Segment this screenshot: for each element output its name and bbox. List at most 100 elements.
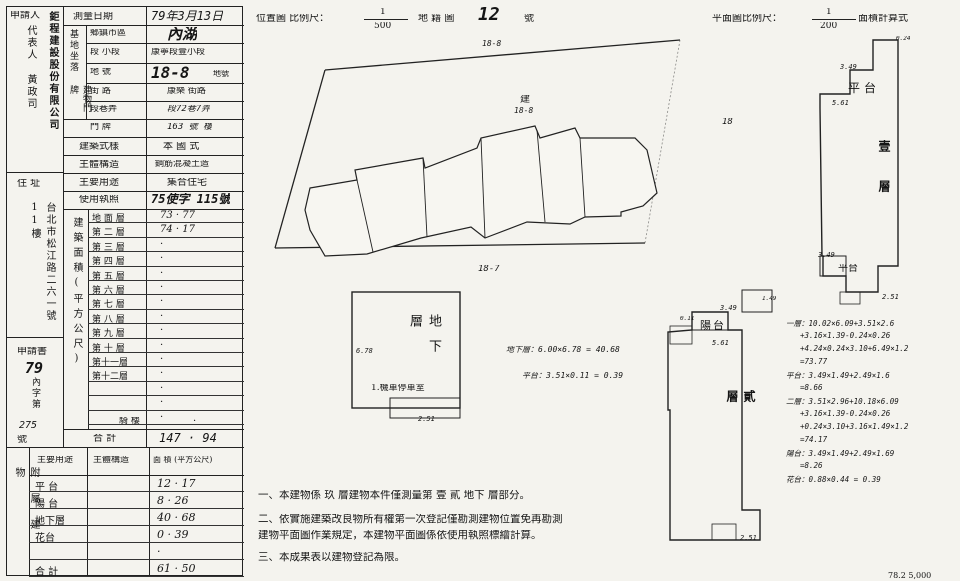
floor-area: · (160, 339, 164, 351)
location-map (274, 39, 681, 257)
area-vertical-label: 建築面積(平方公尺) (71, 217, 82, 369)
calc-line: 平台：3.49×1.49+2.49×1.6 (786, 371, 890, 380)
representative: 代表人 黃政司 (25, 25, 36, 110)
attached-value: · (193, 417, 197, 427)
address: 台北市松江路二六一號11樓 (29, 202, 55, 322)
floor-area: · (160, 267, 164, 279)
district: 內湖 (167, 27, 198, 42)
annex-row: · (29, 543, 244, 560)
lot-main-label: 18-8 (514, 107, 534, 115)
floor-name: 第 七 層 (92, 300, 125, 311)
floor-row: 第 十 層 · (88, 339, 244, 354)
structure-value: 鋼筋混凝土造 (155, 160, 210, 169)
floor-name: 第 三 層 (92, 242, 125, 253)
lot-top-label: 18-8 (482, 40, 502, 48)
floor-name: 地 面 層 (92, 214, 125, 224)
floor-area: · (160, 310, 164, 322)
note-2: 二、依實施建築改良物所有權第一次登記僅勘測建物位置免再勘測 (258, 514, 563, 525)
annex-use: 地下層 (35, 516, 65, 527)
dim-9: 2.51 (418, 416, 435, 423)
lot-right-label: 18 (722, 118, 733, 127)
floor-plans (351, 39, 899, 541)
dim-10: 0.24 (896, 36, 911, 42)
application-number: 275 (19, 421, 38, 431)
floor-area: · (160, 397, 164, 409)
floor-row: · (88, 396, 244, 411)
door-label: 門 牌 (90, 123, 111, 132)
floor-area: · (160, 368, 164, 380)
calc-line: +4.24×0.24×3.10+6.49×1.2 (800, 344, 909, 353)
license-value: 75使字 115號 (151, 193, 231, 205)
use-label: 主要用途 (79, 178, 119, 188)
floor-area: · (160, 296, 164, 308)
floor-row: 第 九 層· (88, 324, 244, 340)
calc-line: +3.16×1.39-0.24×0.26 (800, 331, 891, 340)
calc-line: +0.24×3.10+3.16×1.49×1.2 (800, 422, 909, 431)
location-sheet-no: 12 (478, 6, 500, 24)
left-vertical-1: 基地坐落 (68, 29, 78, 73)
note-4: 三、本成果表以建物登記為限。 (258, 552, 405, 563)
annex-side-label: 附屬建物 (13, 467, 39, 545)
structure-label: 主體構造 (79, 160, 119, 170)
floor-area: · (160, 238, 164, 250)
calc-line: 一層：10.02×6.09+3.51×2.6 (786, 319, 895, 328)
second-floor-label: 貳層 (725, 390, 756, 430)
plan-scale-den: 200 (820, 22, 838, 31)
license-label: 使用執照 (79, 195, 119, 205)
plan-platform-label-2: 平台 (838, 264, 858, 274)
floor-area: · (160, 411, 164, 423)
calc-line: 二層：3.51×2.96+10.18×6.09 (786, 397, 899, 406)
floor-name: 第 四 層 (92, 257, 125, 268)
annex-use: 花台 (35, 533, 55, 544)
street: 康樂 街路 (167, 87, 206, 96)
lot-main-mark: 建 (520, 95, 530, 105)
floor-row: · (88, 382, 244, 397)
style-label: 建築式樣 (79, 142, 119, 152)
survey-date: 79年3月13日 (151, 10, 224, 22)
plan-scale-num: 1 (826, 8, 832, 17)
application-number-label: 申請書 (17, 347, 47, 357)
floor-row: 第 七 層 · (88, 295, 244, 311)
calc-line: =73.77 (800, 357, 828, 366)
floor-name: 第 二 層 (92, 228, 125, 239)
floor-area: 73 · 77 (160, 210, 195, 221)
street-label: 街 路 (90, 87, 111, 96)
applicant-company: 鉅程建設股份有限公司 (47, 11, 58, 131)
floor-name: 第 八 層 (92, 314, 125, 325)
floor-row: · (88, 411, 244, 425)
floor-name: 第 九 層 (92, 329, 125, 340)
calc-line: 陽台：3.49×1.49+2.49×1.69 (786, 449, 895, 458)
door: 163 號 樓 (167, 123, 213, 132)
dim-1: 3.49 (840, 64, 857, 71)
calc-line: =8.66 (800, 383, 823, 392)
location-scale-num: 1 (380, 8, 386, 17)
floor-area: · (160, 382, 164, 394)
basement-calc: 地下層：6.00×6.78 = 40.68 (506, 346, 620, 354)
annex-area: · (157, 545, 161, 558)
location-scale-den: 500 (374, 22, 392, 31)
calc-line: +3.16×1.39-0.24×0.26 (800, 409, 891, 418)
plan-title-prefix: 平面圖比例尺： (712, 14, 782, 24)
lot-number: 18-8 (151, 65, 190, 81)
floor-area: · (160, 282, 164, 293)
use-value: 集合住宅 (167, 178, 207, 188)
floor-row: 第十二層· (88, 367, 244, 382)
footer-code: 78.2 5,000 (888, 572, 932, 580)
left-vertical-2: 建物門牌 (68, 85, 91, 112)
section-label: 段 小段 (90, 48, 120, 57)
floor-area: · (160, 354, 164, 365)
floor-name: 第 十 層 (92, 343, 125, 354)
location-sheet-prefix: 地 籍 圖 (418, 14, 455, 24)
note-3: 建物平面圖作業規定，本建物平面圖係依使用執照標繪計算。 (258, 530, 542, 541)
application-year: 79 (25, 361, 44, 376)
annex-use: 陽 台 (35, 499, 59, 510)
application-suffix: 號 (17, 435, 27, 445)
section: 康寧段壹小段 (151, 48, 206, 57)
floor-name: 第十一層 (92, 358, 129, 368)
